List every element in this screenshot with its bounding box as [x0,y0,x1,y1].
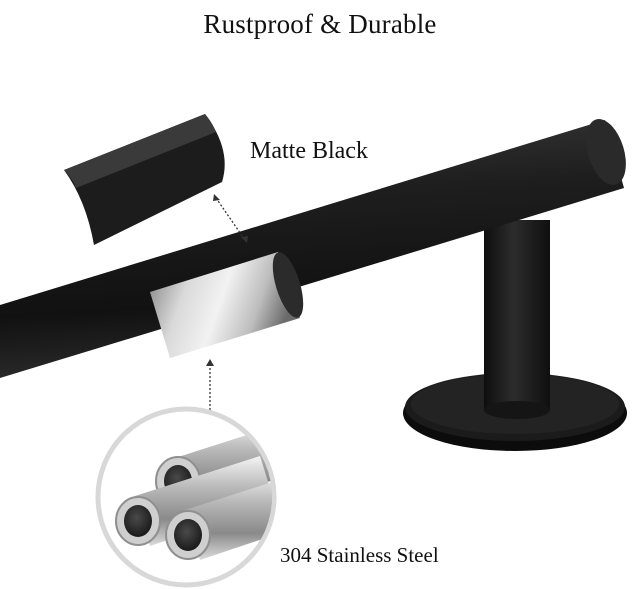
support-post [484,220,550,419]
coating-fragment [64,114,225,245]
pointer-arrow-coating [213,194,248,243]
matte-black-bar [0,119,626,378]
steel-tube-3 [165,470,272,560]
matte-black-label: Matte Black [250,138,368,164]
stainless-steel-label: 304 Stainless Steel [280,543,439,567]
magnified-tubes-circle [95,406,277,588]
exposed-stainless-section [150,252,304,358]
headline-title: Rustproof & Durable [203,9,437,39]
